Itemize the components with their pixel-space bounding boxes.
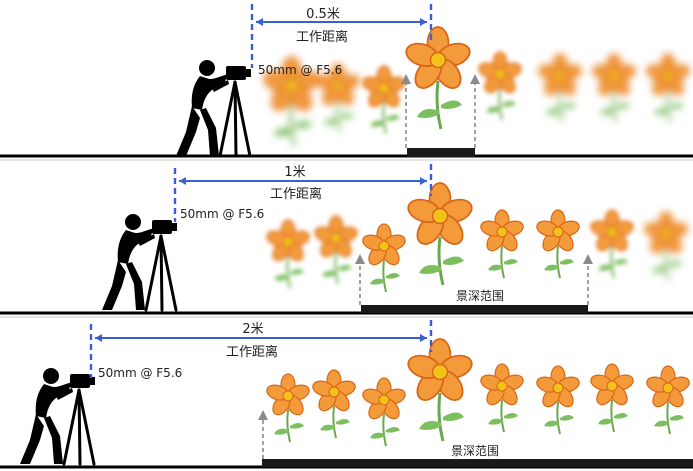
blurred-flowers-farther bbox=[535, 53, 693, 123]
blurred-flowers-far bbox=[587, 209, 637, 279]
distance-label: 0.5米 bbox=[306, 7, 340, 22]
blurred-flowers-near bbox=[263, 215, 361, 289]
flower-icon bbox=[403, 181, 477, 287]
flower-icon bbox=[401, 25, 475, 131]
lens-label: 50mm @ F5.6 bbox=[258, 63, 342, 77]
camera-on-tripod-icon bbox=[174, 58, 253, 158]
lens-label: 50mm @ F5.6 bbox=[180, 207, 264, 221]
up-arrow-icon bbox=[359, 262, 589, 305]
blurred-flowers-far bbox=[475, 51, 525, 121]
blurred-flowers-near-2 bbox=[359, 65, 409, 135]
dof-bar bbox=[361, 305, 588, 313]
camera-on-tripod-icon bbox=[18, 366, 97, 466]
work-distance-label: 工作距离 bbox=[226, 344, 278, 360]
flower-icon bbox=[643, 365, 693, 435]
flower-icon bbox=[533, 365, 583, 435]
camera-on-tripod-icon bbox=[100, 212, 179, 312]
panel-0-5m: 0.5米 工作距离 50mm @ F5.6 bbox=[0, 4, 693, 158]
flower-icon bbox=[587, 363, 637, 433]
work-distance-label: 工作距离 bbox=[296, 29, 348, 45]
up-arrow-icon bbox=[355, 254, 365, 264]
distance-label: 1米 bbox=[284, 165, 305, 180]
flower-icon bbox=[403, 337, 477, 443]
up-arrow-icon bbox=[258, 410, 268, 420]
panel-1m: 景深范围 1米 工作距离 50mm @ F5.6 bbox=[0, 164, 693, 315]
up-arrow-icon bbox=[405, 82, 476, 148]
dof-label: 景深范围 bbox=[456, 289, 504, 303]
flower-icon bbox=[533, 209, 583, 279]
dof-bar bbox=[407, 148, 475, 157]
lens-label: 50mm @ F5.6 bbox=[98, 366, 182, 380]
dof-label: 景深范围 bbox=[451, 444, 499, 458]
flower-icon bbox=[263, 373, 313, 443]
up-arrow-icon bbox=[583, 254, 593, 264]
flower-icon bbox=[477, 209, 527, 279]
blurred-flowers-farther bbox=[641, 211, 691, 281]
flower-icon bbox=[309, 369, 359, 439]
distance-label: 2米 bbox=[242, 322, 263, 337]
work-distance-label: 工作距离 bbox=[270, 186, 322, 202]
flower-icon bbox=[359, 377, 409, 447]
flower-icon bbox=[359, 223, 409, 293]
panel-2m: 景深范围 2米 工作距离 50mm @ F5.6 bbox=[0, 320, 693, 469]
up-arrow-icon bbox=[470, 74, 480, 84]
up-arrow-icon bbox=[401, 74, 411, 84]
flower-icon bbox=[477, 363, 527, 433]
dof-bar bbox=[262, 459, 693, 467]
